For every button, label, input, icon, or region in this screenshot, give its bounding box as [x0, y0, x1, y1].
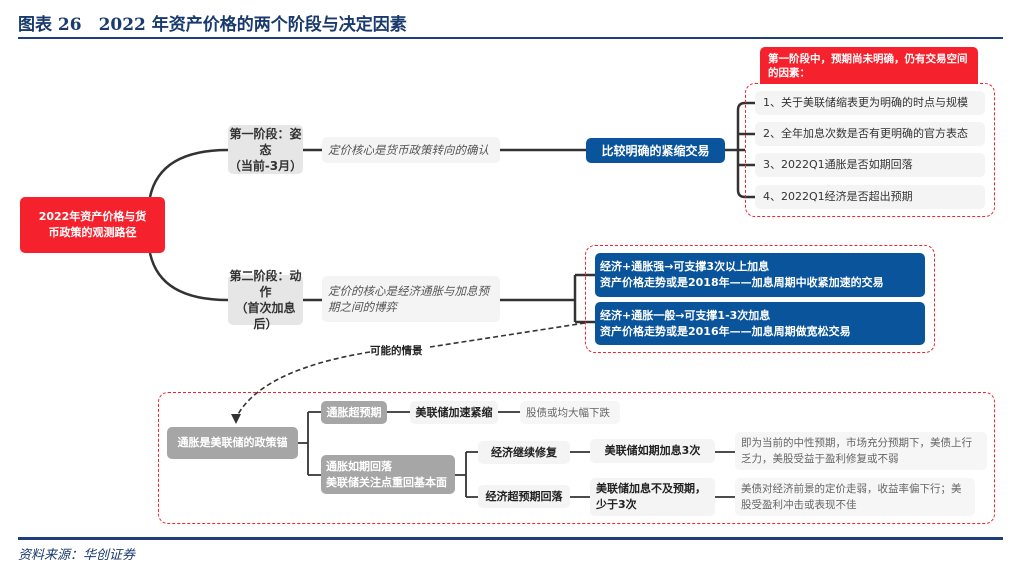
factor-item: 3、2022Q1通胀是否如期回落 — [755, 153, 985, 177]
factor-item: 2、全年加息次数是否有更明确的官方表态 — [755, 122, 985, 146]
scenario-strong: 经济+通胀强→可支撑3次以上加息资产价格走势或是2018年——加息周期中收紧加速… — [595, 253, 925, 297]
factor-item: 1、关于美联储缩表更为明确的时点与规模 — [755, 91, 985, 115]
scenario-tree-group — [158, 392, 995, 524]
scenarios-group — [585, 245, 935, 353]
stage2-label: 第二阶段：动作 — [229, 269, 302, 299]
b2a-action: 美联储如期加息3次 — [590, 439, 715, 463]
stage1-sub: （当前-3月） — [228, 158, 303, 173]
figure-title: 图表 26 2022 年资产价格的两个阶段与决定因素 — [18, 15, 407, 35]
b2b-result: 美债对经济前景的定价走弱，收益率偏下行；美股受盈利冲击或表现不佳 — [735, 478, 975, 516]
factors-group — [745, 83, 995, 217]
root-node: 2022年资产价格与货币政策的观测路径 — [20, 197, 165, 253]
stage2-sub: （首次加息后） — [235, 301, 296, 331]
connector — [148, 148, 229, 198]
factors-header: 第一阶段中，预期尚未明确，仍有交易空间的因素： — [760, 47, 978, 84]
anchor-node: 通胀是美联储的政策锚 — [167, 427, 298, 459]
connector — [148, 252, 229, 302]
b2b-action: 美联储加息不及预期，少于3次 — [590, 478, 715, 516]
b2a-node: 经济继续修复 — [478, 441, 570, 464]
stage1-node: 第一阶段：姿态（当前-3月） — [228, 125, 303, 174]
scenario-line: 资产价格走势或是2018年——加息周期中收紧加速的交易 — [600, 276, 884, 289]
scenario-line: 经济+通胀一般→可支撑1-3次加息 — [600, 308, 771, 322]
b1-action: 美联储加速紧缩 — [410, 401, 498, 424]
factor-item: 4、2022Q1经济是否超出预期 — [755, 185, 985, 209]
branch-inflation-over: 通胀超预期 — [321, 401, 387, 424]
stage2-note: 定价的核心是经济通胀与加息预期之间的博弈 — [322, 276, 500, 322]
source-note: 资料来源：华创证券 — [18, 548, 136, 563]
branch-inflation-fall: 通胀如期回落 美联储关注点重回基本面 — [321, 455, 455, 494]
stage1-outcome: 比较明确的紧缩交易 — [586, 138, 725, 163]
stage2-node: 第二阶段：动作（首次加息后） — [228, 269, 303, 331]
scenario-moderate: 经济+通胀一般→可支撑1-3次加息资产价格走势或是2016年——加息周期做宽松交… — [595, 302, 925, 345]
b2b-node: 经济超预期回落 — [478, 485, 570, 508]
bottom-rule — [18, 537, 1003, 540]
b2a-result: 即为当前的中性预期，市场充分预期下，美债上行乏力，美股受益于盈利修复或不弱 — [735, 432, 987, 470]
b1-result: 股债或均大幅下跌 — [520, 401, 620, 424]
stage1-note: 定价核心是货币政策转向的确认 — [322, 137, 500, 163]
possible-scenarios-label: 可能的情景 — [370, 345, 423, 357]
stage1-label: 第一阶段：姿态 — [229, 126, 302, 157]
scenario-line: 经济+通胀强→可支撑3次以上加息 — [600, 260, 770, 273]
scenario-line: 资产价格走势或是2016年——加息周期做宽松交易 — [600, 324, 851, 338]
title-rule — [18, 37, 1003, 39]
